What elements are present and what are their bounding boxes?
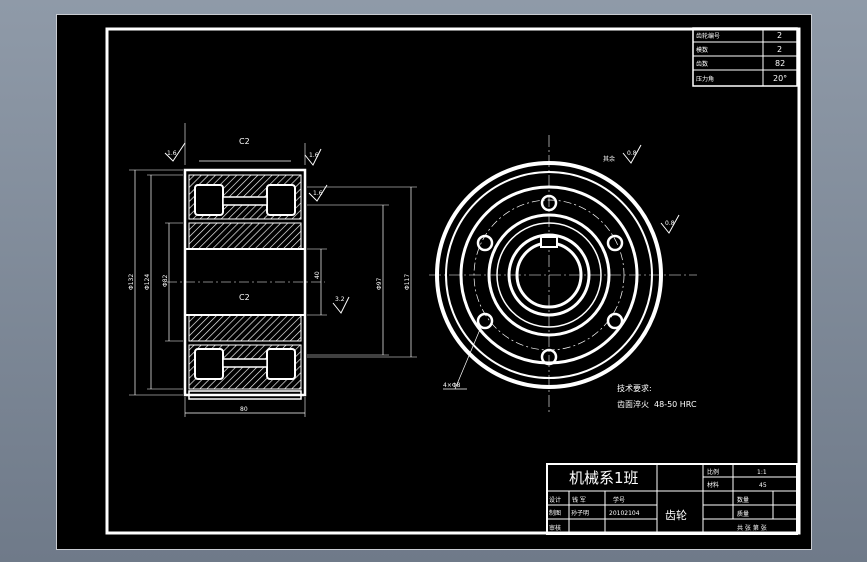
drawing-label: 制图	[549, 509, 561, 517]
spec-label-pressure-angle: 压力角	[696, 75, 714, 83]
front-view: 4×Φ8 其余 0.8 0.8	[429, 135, 697, 415]
roughness-side: 0.8	[665, 220, 675, 227]
dim-root-diameter: Φ124	[144, 274, 151, 290]
checker-label: 审核	[549, 524, 561, 532]
roughness-right-upper: 1.6	[313, 190, 323, 197]
chamfer-top-label: C2	[239, 137, 250, 146]
notes-line-1: 齿面淬火	[617, 399, 649, 409]
roughness-top-left: 1.6	[167, 150, 177, 157]
technical-notes: 技术要求: 齿面淬火 48-50 HRC	[617, 383, 697, 409]
designer-label: 设计	[549, 496, 561, 504]
dim-bore-diameter: Φ82	[162, 274, 169, 287]
dim-hub-outer-diameter: Φ117	[404, 274, 411, 290]
spec-value-module: 2	[777, 45, 782, 54]
roughness-top-right: 1.6	[309, 152, 319, 159]
notes-title: 技术要求:	[617, 383, 652, 393]
roughness-rest-label: 其余	[603, 155, 615, 163]
spec-value-gear-no: 2	[777, 31, 782, 40]
chamfer-bore-label: C2	[239, 293, 250, 302]
material-value: 45	[759, 482, 767, 489]
notes-line-2: 48-50 HRC	[654, 400, 697, 409]
id-label: 学号	[613, 496, 625, 504]
hole-callout: 4×Φ8	[443, 382, 461, 389]
weight-label: 质量	[737, 510, 749, 518]
dim-hub-diameter: Φ97	[376, 277, 383, 290]
roughness-right-mid: 3.2	[335, 296, 345, 303]
material-label: 材料	[707, 481, 719, 489]
spec-label-module: 模数	[696, 46, 708, 54]
scale-label: 比例	[707, 468, 719, 476]
title-block: 机械系1班 齿轮 比例 1:1 材料 45 数量 质量 设计 钱 军 学号 制图…	[546, 463, 798, 535]
drawing-sheet: 齿轮编号 2 模数 2 齿数 82 压力角 20°	[56, 14, 812, 550]
spec-table: 齿轮编号 2 模数 2 齿数 82 压力角 20°	[692, 27, 798, 87]
dim-hub-width: 40	[314, 271, 321, 279]
school-name: 机械系1班	[569, 469, 639, 487]
sheets-label: 共 张 第 张	[737, 524, 767, 532]
spec-value-teeth: 82	[775, 59, 785, 68]
drawing-frame	[105, 27, 801, 535]
dim-total-width: 80	[240, 406, 248, 413]
designer-name: 钱 军	[572, 496, 586, 504]
drawing-name: 孙子明	[571, 509, 589, 517]
roughness-front: 0.8	[627, 150, 637, 157]
qty-label: 数量	[737, 496, 749, 504]
student-id: 20102104	[609, 510, 640, 517]
cad-drawing: 齿轮编号 2 模数 2 齿数 82 压力角 20°	[105, 27, 801, 535]
spec-label-gear-no: 齿轮编号	[696, 32, 720, 40]
spec-value-pressure-angle: 20°	[773, 74, 787, 83]
scale-value: 1:1	[757, 469, 767, 476]
part-name: 齿轮	[665, 508, 687, 522]
spec-label-teeth: 齿数	[696, 60, 708, 68]
section-view: Φ132 Φ124 Φ82 Φ117 Φ97 40 C2 C2 1.6 1.6 …	[128, 123, 417, 417]
dim-outer-diameter: Φ132	[128, 274, 135, 290]
